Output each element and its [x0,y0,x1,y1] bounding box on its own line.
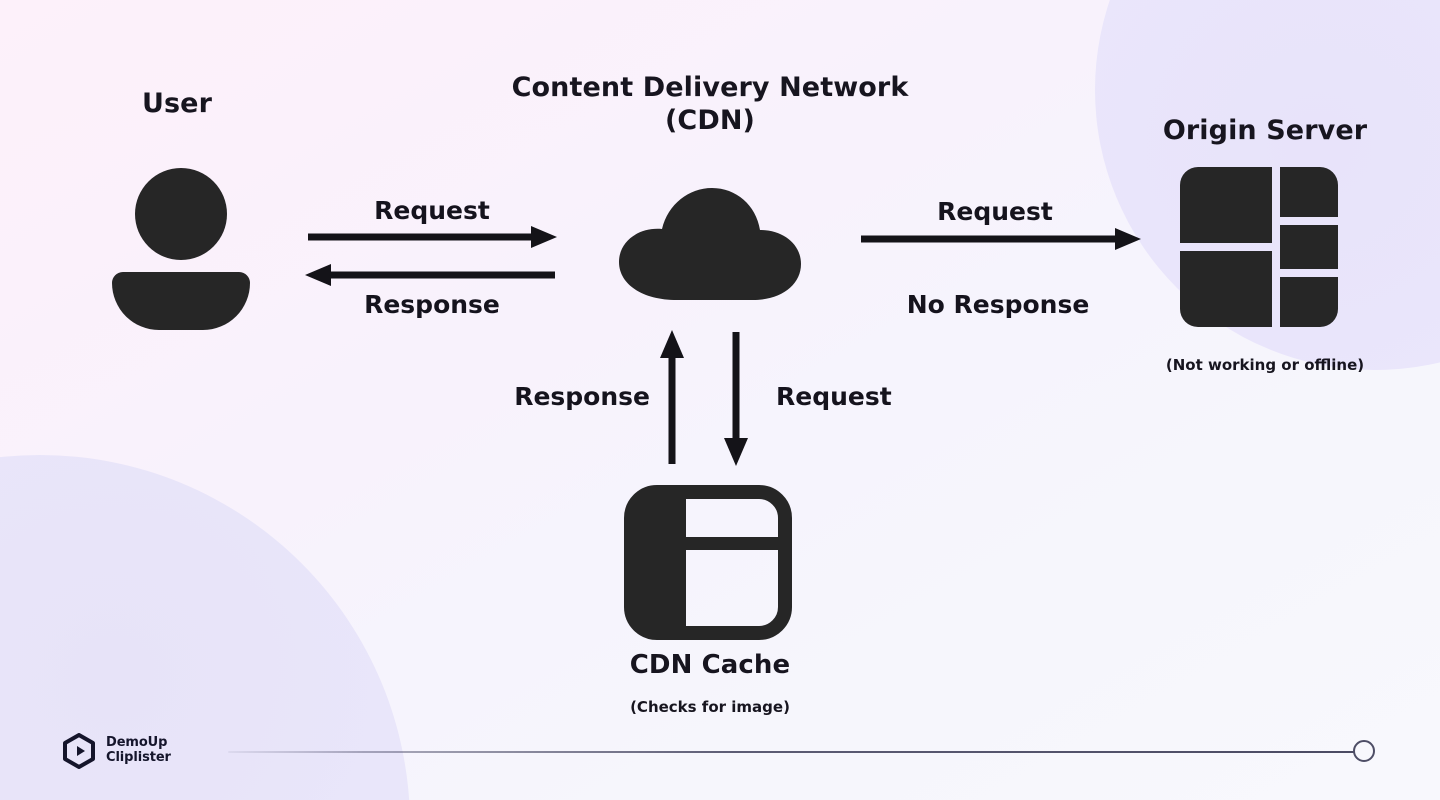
cdn-cache-caption: (Checks for image) [630,698,790,716]
user-head-shape [135,168,227,260]
arrow-cache-to-cdn-icon [660,330,684,464]
cdn-node-title: Content Delivery Network (CDN) [511,72,909,136]
server-grid-icon [1180,167,1338,327]
edge-label-cdn-to-cache: Request [776,382,892,411]
hexagon-play-logo-icon [63,733,95,769]
edge-label-cache-to-cdn: Response [514,382,650,411]
arrow-user-to-cdn-icon [308,226,557,248]
brand-logo[interactable]: DemoUp Cliplister [62,733,171,769]
user-node-title: User [141,88,213,119]
arrow-cdn-to-origin-icon [861,228,1141,250]
user-body-shape [112,272,250,330]
arrow-cdn-to-user-icon [305,264,555,286]
origin-server-node-title: Origin Server [1162,115,1368,146]
progress-handle-circle-icon[interactable] [1353,740,1375,762]
cloud-icon [615,188,805,300]
cdn-cache-node-title: CDN Cache [629,650,791,680]
cache-panel-icon [624,485,792,640]
edge-label-cdn-to-user: Response [364,290,500,319]
brand-logo-text: DemoUp Cliplister [106,735,171,765]
edge-label-origin-no-response: No Response [906,290,1090,319]
origin-server-caption: (Not working or offline) [1165,356,1365,374]
video-progress-bar[interactable] [228,751,1355,753]
edge-label-cdn-to-origin: Request [937,197,1053,226]
user-avatar-icon [112,168,250,330]
arrow-cdn-to-cache-icon [724,332,748,466]
edge-label-user-to-cdn: Request [374,196,490,225]
